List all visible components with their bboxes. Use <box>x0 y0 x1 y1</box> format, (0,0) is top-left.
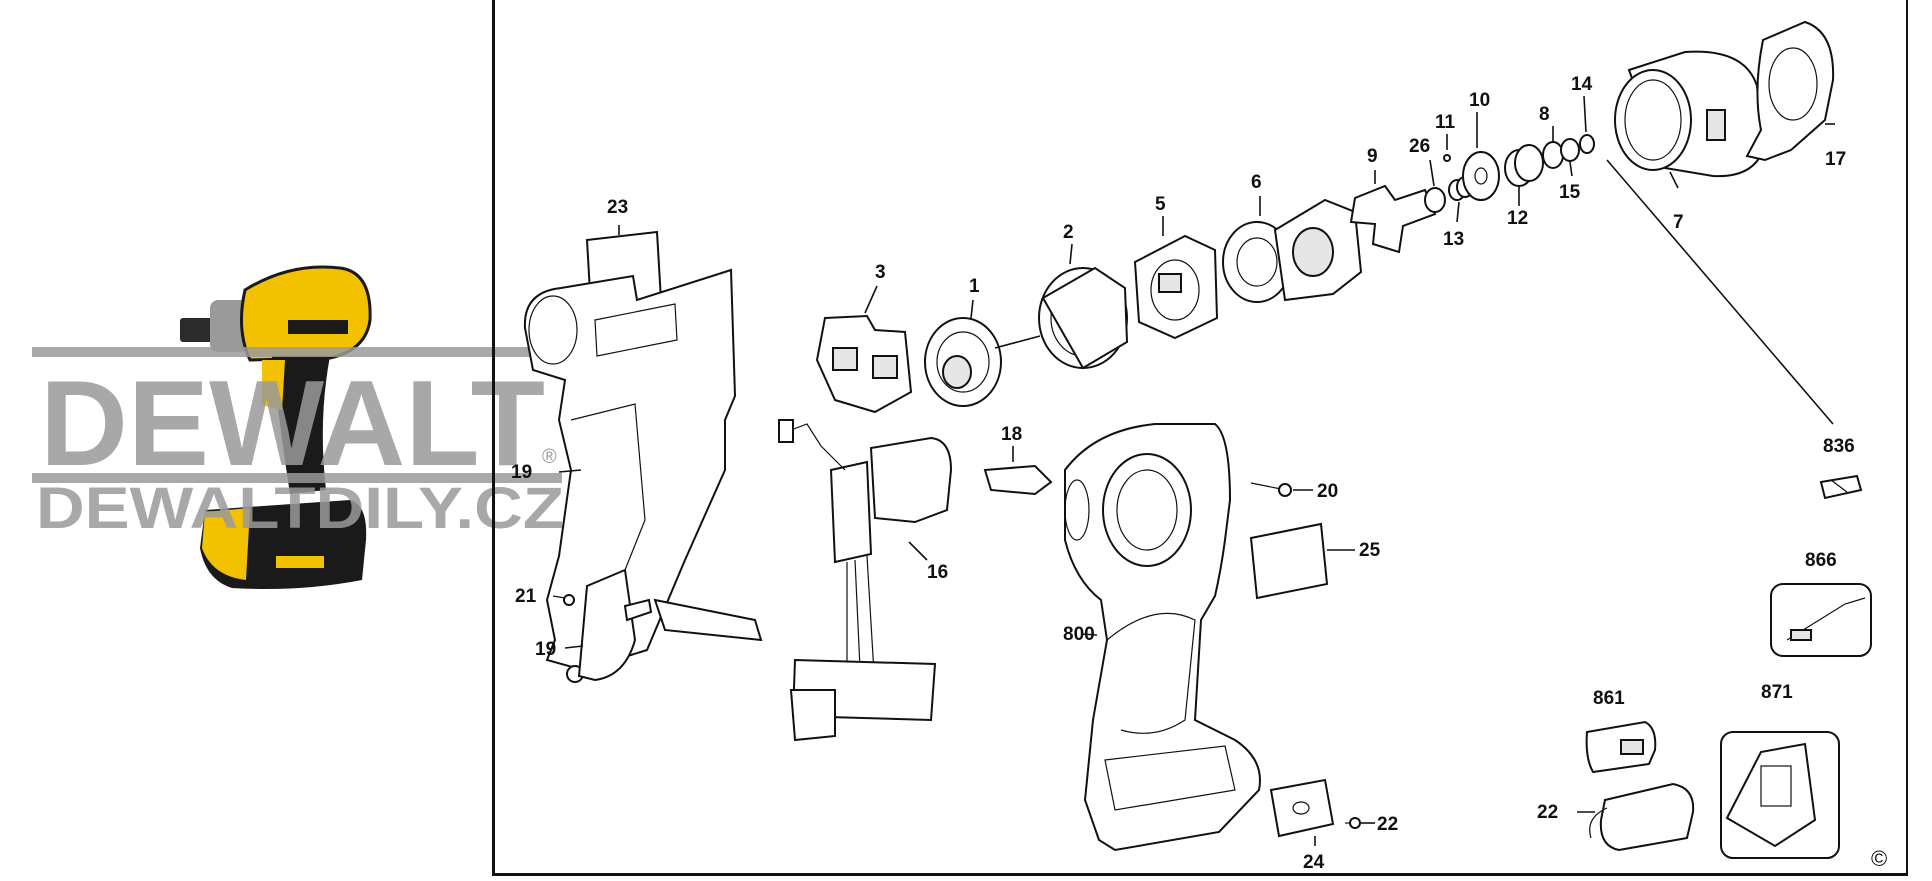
callout-836: 836 <box>1823 436 1855 457</box>
part-25-label[interactable]: 25 <box>1249 522 1381 600</box>
callout-861: 871 <box>1761 682 1793 703</box>
callout-12: 12 <box>1507 208 1528 229</box>
copyright-icon: © <box>1871 846 1887 871</box>
product-photo-panel: DEWALT ® DEWALTDILY.CZ <box>0 0 562 876</box>
part-13-retaining-ring[interactable]: 8 <box>1539 104 1564 169</box>
part-14-o-ring[interactable]: 14 <box>1571 74 1595 154</box>
svg-text:©: © <box>1871 846 1887 871</box>
brand-badge <box>288 320 348 334</box>
motor-housing <box>240 265 372 362</box>
part-866-battery-pack[interactable]: 861 <box>1585 688 1657 774</box>
callout-22a: 21 <box>515 586 537 607</box>
callout-3: 3 <box>875 262 886 283</box>
callout-17: 17 <box>1825 149 1846 170</box>
callout-15: 15 <box>1559 182 1581 203</box>
part-18-forward-reverse-switch[interactable]: 18 <box>983 424 1053 496</box>
panel-divider <box>492 0 495 876</box>
callout-23: 23 <box>607 197 628 218</box>
part-15-washer[interactable]: 15 <box>1559 138 1581 203</box>
part-21-belt-hook-bracket[interactable]: 19 <box>535 568 653 682</box>
part-12-collar[interactable]: 12 <box>1504 144 1544 229</box>
battery-side-panel <box>202 508 250 580</box>
part-1-armature[interactable]: 1 <box>924 276 1041 407</box>
part-19-housing-left[interactable]: 19 <box>511 268 763 683</box>
watermark-registered: ® <box>542 446 557 468</box>
battery-label <box>276 556 324 568</box>
callout-866: 861 <box>1593 688 1625 709</box>
leader-line-836 <box>1606 159 1834 425</box>
callout-13: 8 <box>1539 104 1550 125</box>
chuck-nose <box>180 318 214 342</box>
callout-1: 1 <box>969 276 980 297</box>
part-17-nose-bumper[interactable]: 17 <box>1745 20 1846 170</box>
callout-25: 25 <box>1359 540 1381 561</box>
callout-11: 11 <box>1435 112 1456 133</box>
callout-7: 7 <box>1673 212 1684 233</box>
dewalt-watermark-site: DEWALTDILY.CZ <box>36 476 562 540</box>
callout-800: 866 <box>1805 550 1837 571</box>
gear-housing <box>210 300 250 352</box>
callout-18: 18 <box>1001 424 1022 445</box>
part-8-thrust-washer[interactable]: 10 <box>1462 90 1500 201</box>
diagram-right-border <box>1906 0 1908 876</box>
watermark-site: DEWALTDILY.CZ <box>36 476 562 540</box>
part-24-latch[interactable]: 24 <box>1269 778 1335 873</box>
part-7-hammer-case[interactable]: 7 <box>1614 50 1765 233</box>
callout-9: 9 <box>1367 146 1378 167</box>
part-6-gear-assembly[interactable]: 6 <box>1222 172 1363 303</box>
exploded-parts-diagram: 23 3 1 2 5 6 <box>511 20 1887 873</box>
handle-grip <box>272 356 330 494</box>
callout-10: 13 <box>1443 229 1464 250</box>
part-16-switch-assembly[interactable]: 16 <box>778 419 953 742</box>
watermark-brand: DEWALT <box>40 355 545 485</box>
callout-20: 20 <box>1317 481 1338 502</box>
callout-2: 2 <box>1063 222 1074 243</box>
callout-16: 16 <box>927 562 948 583</box>
callout-19b: 800 <box>1063 624 1095 645</box>
part-19-housing-assembled[interactable]: 800 <box>1063 423 1261 852</box>
part-9-anvil[interactable]: 9 <box>1349 146 1437 254</box>
part-836-belt-clip-accessory[interactable]: 836 <box>1819 436 1863 500</box>
callout-26: 26 <box>1409 136 1430 157</box>
callout-871: 22 <box>1537 802 1558 823</box>
part-26-washer[interactable]: 26 <box>1409 136 1446 213</box>
callout-14: 14 <box>1571 74 1593 95</box>
callout-8: 10 <box>1469 90 1490 111</box>
part-2-magnet-ring[interactable]: 2 <box>1038 222 1129 370</box>
part-5-end-plate[interactable]: 5 <box>1133 194 1219 340</box>
part-800-accessory[interactable]: 866 <box>1770 550 1872 657</box>
diagram-bottom-border <box>492 873 1908 876</box>
trigger-area <box>262 360 285 410</box>
dewalt-watermark-logo: DEWALT ® <box>32 347 562 485</box>
part-22-screw-left[interactable]: 21 <box>515 586 575 607</box>
part-11-steel-ball[interactable]: 11 <box>1435 112 1456 162</box>
callout-19a: 19 <box>511 462 532 483</box>
part-871-charger[interactable]: 22 <box>1537 782 1695 852</box>
impact-driver-illustration <box>180 265 372 589</box>
callout-24: 24 <box>1303 852 1325 873</box>
callout-6: 6 <box>1251 172 1262 193</box>
part-22-screw-right[interactable]: 22 <box>1345 814 1398 835</box>
callout-21: 19 <box>535 639 556 660</box>
callout-22b: 22 <box>1377 814 1398 835</box>
callout-5: 5 <box>1155 194 1166 215</box>
part-861-carry-case[interactable]: 871 <box>1720 682 1840 859</box>
part-3-brush-holder[interactable]: 3 <box>815 262 913 414</box>
part-20-screw[interactable]: 20 <box>1250 481 1338 502</box>
